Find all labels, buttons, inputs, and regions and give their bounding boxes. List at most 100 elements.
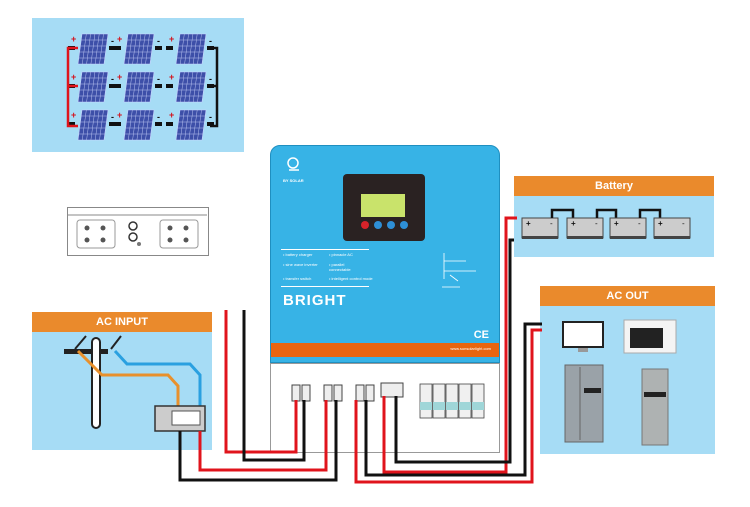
connector-icon <box>114 122 121 126</box>
panel-grid-line <box>197 33 202 65</box>
battery-positive-label: + <box>658 219 663 228</box>
breaker-switch <box>420 402 432 410</box>
microwave-door <box>630 328 663 348</box>
socket-group-left <box>76 219 116 249</box>
socket-group-right <box>159 219 199 249</box>
socket-icon <box>167 225 173 231</box>
orange-band <box>271 343 499 357</box>
ac-input-neutral-wire <box>113 349 202 406</box>
panel-grid-line <box>82 71 87 103</box>
panel-grid-line <box>132 33 137 65</box>
positive-terminal-label: + <box>169 72 174 82</box>
battery-icon: +- <box>609 217 647 239</box>
positive-terminal-label: + <box>71 34 76 44</box>
insulator-icon <box>110 335 122 350</box>
positive-terminal-label: + <box>71 72 76 82</box>
solar-panel-icon: +- <box>166 71 214 103</box>
ac-out-header: AC OUT <box>540 286 715 306</box>
panel-grid-line <box>188 33 194 65</box>
socket-icon <box>84 237 90 243</box>
control-panel <box>343 174 425 241</box>
panel-grid-line <box>136 33 142 65</box>
feature-1: • battery charger <box>283 252 313 257</box>
solar-panel-icon: +- <box>114 33 162 65</box>
feature-4: • parallel connectable <box>329 262 351 272</box>
terminal-block-icon <box>323 384 333 402</box>
refrigerator-icon <box>564 364 604 443</box>
enter-button[interactable] <box>387 221 395 229</box>
positive-terminal-label: + <box>71 110 76 120</box>
breaker-switch <box>459 402 471 410</box>
negative-terminal-label: - <box>209 112 212 122</box>
ground-screw-icon <box>137 242 141 246</box>
panel-grid-line <box>90 33 96 65</box>
panel-grid-line <box>82 109 87 141</box>
solar-panel-icon: +- <box>166 109 214 141</box>
socket-icon <box>84 225 90 231</box>
solar-panel-icon: +- <box>68 109 116 141</box>
power-button[interactable] <box>361 221 369 229</box>
feature-3: • sine wave inverter <box>283 262 318 267</box>
connector-icon <box>68 122 75 126</box>
negative-terminal-label: - <box>209 74 212 84</box>
battery-base <box>610 236 646 239</box>
battery-base <box>522 236 558 239</box>
panel-grid-line <box>188 109 194 141</box>
battery-icon: +- <box>566 217 604 239</box>
circuit-breaker-icon <box>445 383 459 419</box>
panel-grid-line <box>180 33 185 65</box>
panel-grid-line <box>192 71 198 103</box>
battery-icon: +- <box>653 217 691 239</box>
panel-grid-line <box>86 109 91 141</box>
negative-terminal-label: - <box>209 36 212 46</box>
ac-out-line-wire <box>354 328 542 484</box>
socket-icon <box>100 225 106 231</box>
panel-grid-line <box>184 33 189 65</box>
breaker-switch <box>446 402 458 410</box>
panel-grid-line <box>136 109 142 141</box>
fridge-display <box>584 388 601 393</box>
battery-icon: +- <box>521 217 559 239</box>
microwave-icon <box>623 319 677 354</box>
connector-icon <box>114 46 121 50</box>
inverter-unit: BY SOLAR • battery charger • pinnacle AC… <box>270 145 500 363</box>
circuit-breaker-icon <box>432 383 446 419</box>
panel-grid-line <box>132 71 137 103</box>
feature-underline <box>281 249 369 250</box>
battery-positive-label: + <box>614 219 619 228</box>
connector-icon <box>166 122 173 126</box>
plus-button[interactable] <box>400 221 408 229</box>
panel-grid-line <box>90 109 96 141</box>
connector-icon <box>109 46 116 50</box>
circuit-symbol-icon <box>436 251 481 291</box>
connector-icon <box>109 122 116 126</box>
panel-grid-line <box>197 71 202 103</box>
panel-grid-line <box>145 109 150 141</box>
battery-negative-label: - <box>595 219 598 228</box>
positive-terminal-label: + <box>117 110 122 120</box>
panel-grid-line <box>94 71 100 103</box>
battery-series-link-wire <box>638 208 662 218</box>
connector-icon <box>207 122 214 126</box>
panel-grid-line <box>86 33 91 65</box>
ac-out-neutral-wire <box>364 322 542 477</box>
feature-2: • pinnacle AC <box>329 252 353 257</box>
battery-base <box>567 236 603 239</box>
solar-negative-bus-wire <box>210 46 219 128</box>
socket-icon <box>183 225 189 231</box>
minus-button[interactable] <box>374 221 382 229</box>
positive-terminal-label: + <box>117 34 122 44</box>
battery-positive-label: + <box>526 219 531 228</box>
circuit-breaker-icon <box>471 383 485 419</box>
website-url: www.sunsolarlight.com <box>450 346 491 351</box>
panel-grid-line <box>86 71 91 103</box>
battery-positive-label: + <box>571 219 576 228</box>
breaker-switch <box>433 402 445 410</box>
panel-grid-line <box>184 71 189 103</box>
panel-grid-line <box>128 109 133 141</box>
connector-icon <box>155 46 162 50</box>
panel-grid-line <box>94 109 100 141</box>
panel-grid-line <box>99 71 104 103</box>
negative-terminal-label: - <box>157 36 160 46</box>
panel-grid-line <box>180 109 185 141</box>
